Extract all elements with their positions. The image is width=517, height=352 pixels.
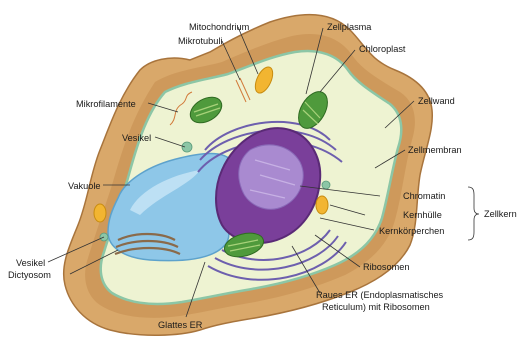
label-chloroplast: Chloroplast [359,44,406,54]
label-mikrofilamente: Mikrofilamente [76,99,136,109]
mitochondrion-2 [94,204,106,222]
label-dictyosom: Dictyosom [8,270,51,280]
nucleolus [239,145,303,209]
label-vakuole: Vakuole [68,181,101,191]
mitochondrion-3 [316,196,328,214]
label-vesikel-bottom: Vesikel [16,258,45,268]
vesicle-3 [322,181,330,189]
label-kernkoerperchen: Kernkörperchen [379,226,444,236]
vesicle-1 [182,142,192,152]
label-ribosomen: Ribosomen [363,262,409,272]
label-vesikel-top: Vesikel [122,133,151,143]
zellkern-bracket [468,187,479,240]
label-raues-er-line1: Raues ER (Endoplasmatisches [316,290,444,300]
label-zellwand: Zellwand [418,96,455,106]
label-chromatin: Chromatin [403,191,445,201]
label-raues-er-line2: Reticulum) mit Ribosomen [322,302,430,312]
label-mikrotubuli: Mikrotubuli [178,36,222,46]
label-zellplasma: Zellplasma [327,22,372,32]
label-kernhuelle: Kernhülle [403,210,442,220]
label-mitochondrium: Mitochondrium [189,22,250,32]
label-glattes-er: Glattes ER [158,320,203,330]
label-zellkern: Zellkern [484,209,517,219]
label-zellmembran: Zellmembran [408,145,462,155]
